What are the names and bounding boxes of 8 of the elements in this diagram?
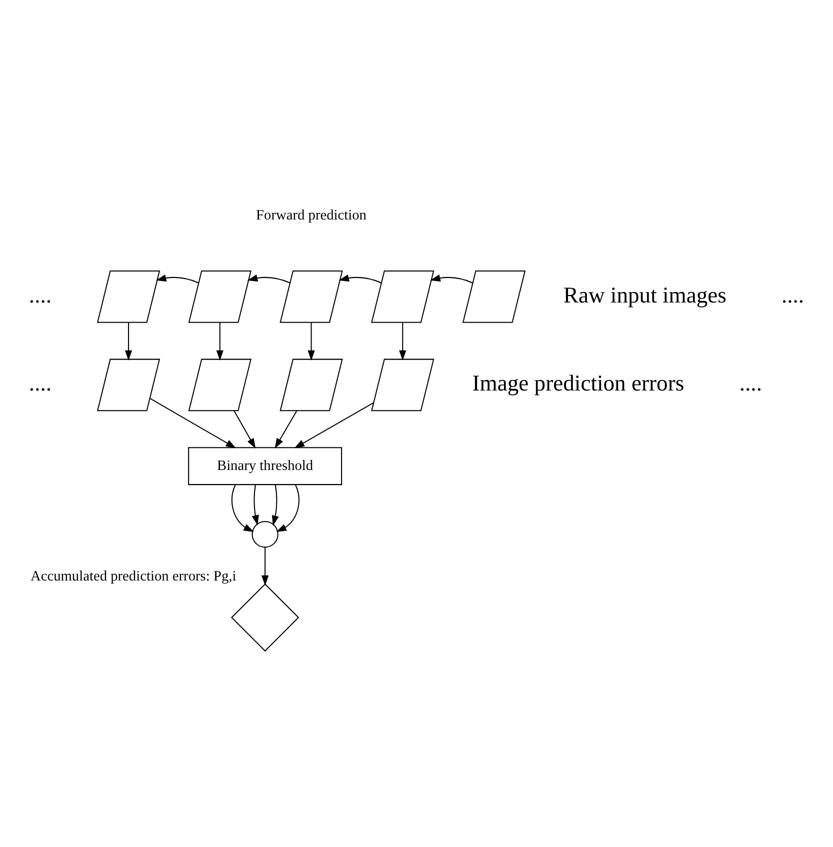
label: ....: [739, 370, 762, 396]
label: ....: [28, 370, 52, 396]
label: ....: [781, 282, 804, 307]
node-label: Accumulated prediction errors: Pg,i: [30, 568, 236, 584]
label: Forward prediction: [256, 206, 366, 223]
label: ....: [28, 282, 52, 307]
label: Image prediction errors: [472, 370, 684, 396]
label: Raw input images: [563, 282, 726, 307]
